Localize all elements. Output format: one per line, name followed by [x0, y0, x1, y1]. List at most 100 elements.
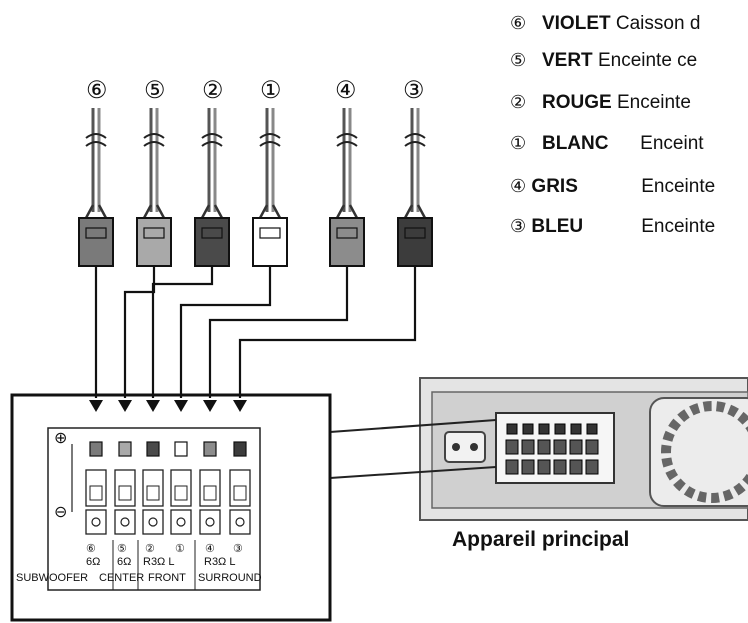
group-label-subwoofer: SUBWOOFER	[16, 572, 89, 584]
connector-slot	[201, 227, 223, 239]
legend-row-blanc: ① BLANC Enceint	[510, 133, 704, 155]
cable-break-mark	[85, 141, 107, 147]
mini-terminal	[522, 423, 534, 435]
impedance-surround: R3Ω L	[204, 556, 236, 568]
legend-text: Enceinte	[641, 216, 716, 237]
plus-symbol: ⊕	[54, 430, 68, 447]
wire-number: ①	[260, 77, 282, 104]
cable-break-mark	[259, 133, 281, 139]
legend-number: ④	[510, 176, 527, 196]
terminal-number: ⑤	[117, 543, 127, 555]
connector-slot	[85, 227, 107, 239]
legend-row-vert: ⑤ VERT Enceinte ce	[510, 50, 697, 72]
terminal-socket	[85, 469, 107, 507]
cable-break-mark	[201, 133, 223, 139]
connector-plug	[78, 217, 114, 267]
terminal-hole	[233, 485, 247, 501]
wire-fork	[258, 204, 282, 219]
connector-plug	[397, 217, 433, 267]
terminal-socket	[229, 469, 251, 507]
legend-text: Caisson d	[615, 13, 701, 34]
wire-route	[151, 266, 214, 398]
panel-terminals	[71, 441, 251, 590]
main-unit-terminals	[505, 423, 599, 475]
terminal-screw	[91, 517, 101, 527]
mini-terminal	[521, 439, 535, 455]
connector-slot	[143, 227, 165, 239]
terminal-screw	[235, 517, 245, 527]
mini-terminal	[537, 459, 551, 475]
legend-color: VIOLET	[541, 13, 611, 34]
legend-number: ②	[510, 92, 527, 112]
cable-break-mark	[143, 133, 165, 139]
wire-number: ⑤	[144, 77, 166, 104]
legend-text: Enceinte	[616, 92, 691, 113]
terminal-socket	[170, 509, 192, 535]
cable-break-mark	[85, 133, 107, 139]
wire-fork	[200, 204, 224, 219]
terminal-hole	[203, 485, 217, 501]
impedance-front: R3Ω L	[143, 556, 175, 568]
terminal-socket	[199, 509, 221, 535]
legend-row-bleu: ③ BLEU Enceinte	[510, 216, 715, 238]
mini-terminal	[505, 459, 519, 475]
terminal-number: ③	[233, 543, 243, 555]
wire-route	[208, 266, 349, 398]
legend-row-gris: ④ GRIS Enceinte	[510, 176, 715, 198]
wire-route	[238, 266, 417, 398]
legend-number: ⑥	[510, 13, 527, 33]
mini-terminal	[537, 439, 551, 455]
legend-text: Enceint	[640, 133, 704, 154]
legend-row-violet: ⑥ VIOLET Caisson d	[510, 13, 700, 35]
zoom-line	[329, 419, 497, 433]
terminal-socket	[85, 509, 107, 535]
cable-break-mark	[259, 141, 281, 147]
terminal-screw	[120, 517, 130, 527]
group-label-front: FRONT	[148, 572, 186, 584]
connector-slot	[336, 227, 358, 239]
wire-number: ②	[202, 77, 224, 104]
cable-break-mark	[336, 141, 358, 147]
legend-color: BLANC	[541, 133, 609, 154]
legend-text: Enceinte	[641, 176, 716, 197]
mini-terminal	[570, 423, 582, 435]
legend-number: ③	[510, 216, 527, 236]
connector-slot	[404, 227, 426, 239]
arrow-head	[174, 400, 188, 412]
legend-row-rouge: ② ROUGE Enceinte	[510, 92, 691, 114]
minus-symbol: ⊖	[54, 504, 68, 521]
terminal-color-tab	[146, 441, 160, 457]
cable-break-mark	[404, 133, 426, 139]
legend-text: Enceinte ce	[597, 50, 698, 71]
mini-terminal	[585, 439, 599, 455]
legend-color: BLEU	[531, 216, 584, 237]
wire-fork	[84, 204, 108, 219]
wire-fork	[335, 204, 359, 219]
group-label-center: CENTER	[99, 572, 145, 584]
connector-plug	[136, 217, 172, 267]
cable-break-mark	[201, 141, 223, 147]
mini-terminal	[553, 439, 567, 455]
connector-slot	[259, 227, 281, 239]
mini-terminal	[554, 423, 566, 435]
arrow-head	[203, 400, 217, 412]
terminal-hole	[174, 485, 188, 501]
mini-terminal	[586, 423, 598, 435]
wire-number: ④	[335, 77, 357, 104]
arrow-head	[146, 400, 160, 412]
terminal-color-tab	[174, 441, 188, 457]
legend-color: GRIS	[531, 176, 578, 197]
arrow-head	[89, 400, 103, 412]
cable-break-mark	[143, 141, 165, 147]
wire-fork	[403, 204, 427, 219]
wire-number: ⑥	[86, 77, 108, 104]
connector-plug	[194, 217, 230, 267]
mini-terminal	[569, 439, 583, 455]
mini-terminal	[521, 459, 535, 475]
terminal-hole	[146, 485, 160, 501]
mini-terminal	[569, 459, 583, 475]
main-unit-illustration	[419, 377, 748, 521]
terminal-hole	[89, 485, 103, 501]
terminal-socket	[142, 469, 164, 507]
terminal-color-tab	[118, 441, 132, 457]
